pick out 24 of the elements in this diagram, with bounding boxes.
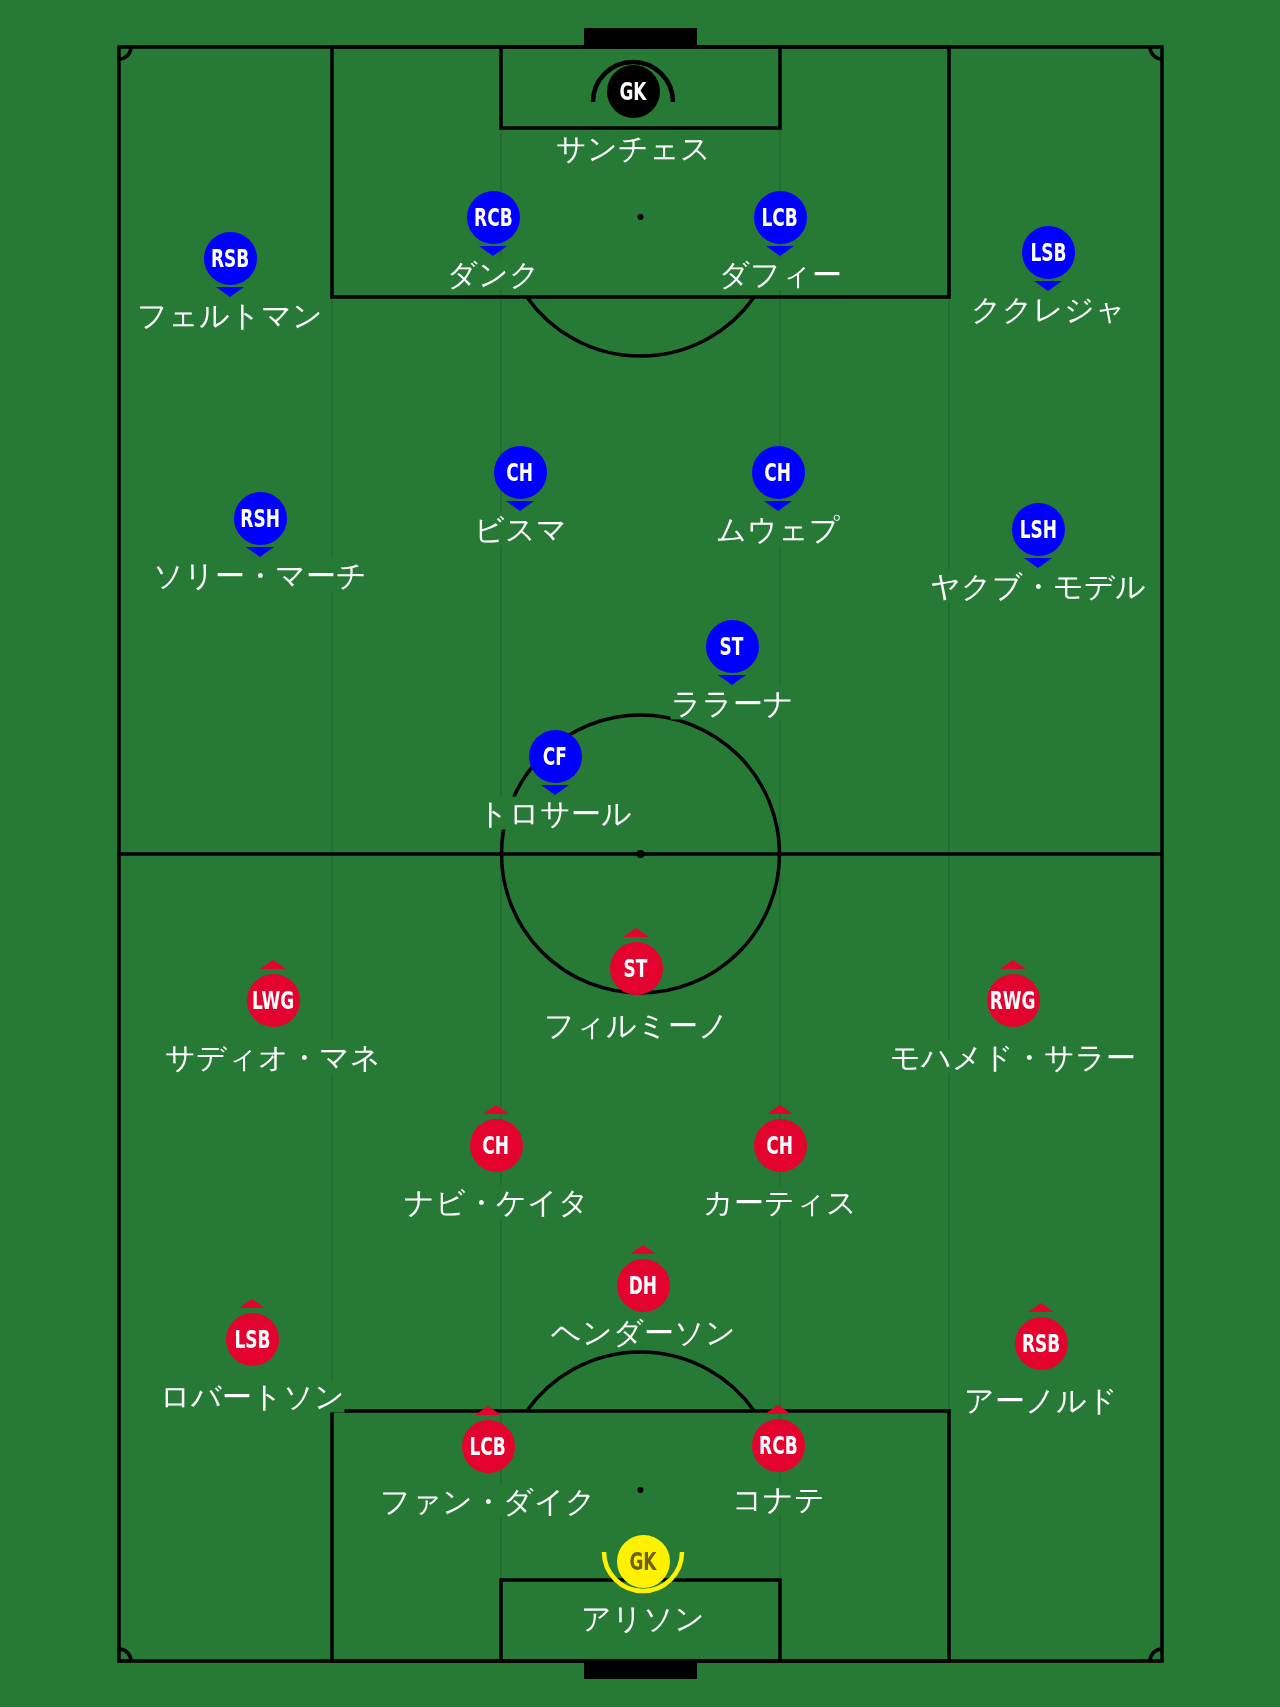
player-marker: RSB xyxy=(1014,1316,1068,1370)
player-name: モハメド・サラー xyxy=(890,1040,1136,1074)
player-marker: LSB xyxy=(225,1312,279,1366)
player-marker: RSH xyxy=(233,491,287,545)
player-name: ムウェプ xyxy=(716,512,840,546)
player-marker: LCB xyxy=(461,1419,515,1473)
player-name: ソリー・マーチ xyxy=(153,558,367,592)
player-marker: ST xyxy=(705,619,759,673)
player-marker: LCB xyxy=(753,190,807,244)
player-marker: CH xyxy=(753,1118,807,1172)
player-marker: RCB xyxy=(751,1418,805,1472)
player-marker: RSB xyxy=(203,231,257,285)
player-name: サディオ・マネ xyxy=(165,1040,381,1074)
player-name: ヤクブ・モデル xyxy=(930,569,1146,603)
player-marker: CH xyxy=(469,1118,523,1172)
player-marker: LSB xyxy=(1021,225,1075,279)
player-marker: CH xyxy=(751,445,805,499)
player-marker: CF xyxy=(528,729,582,783)
player-marker: LWG xyxy=(246,973,300,1027)
player-marker: RWG xyxy=(986,973,1040,1027)
player-marker: CH xyxy=(493,445,547,499)
player-name: ララーナ xyxy=(670,686,794,720)
player-marker: LSH xyxy=(1011,502,1065,556)
player-marker: RCB xyxy=(466,190,520,244)
